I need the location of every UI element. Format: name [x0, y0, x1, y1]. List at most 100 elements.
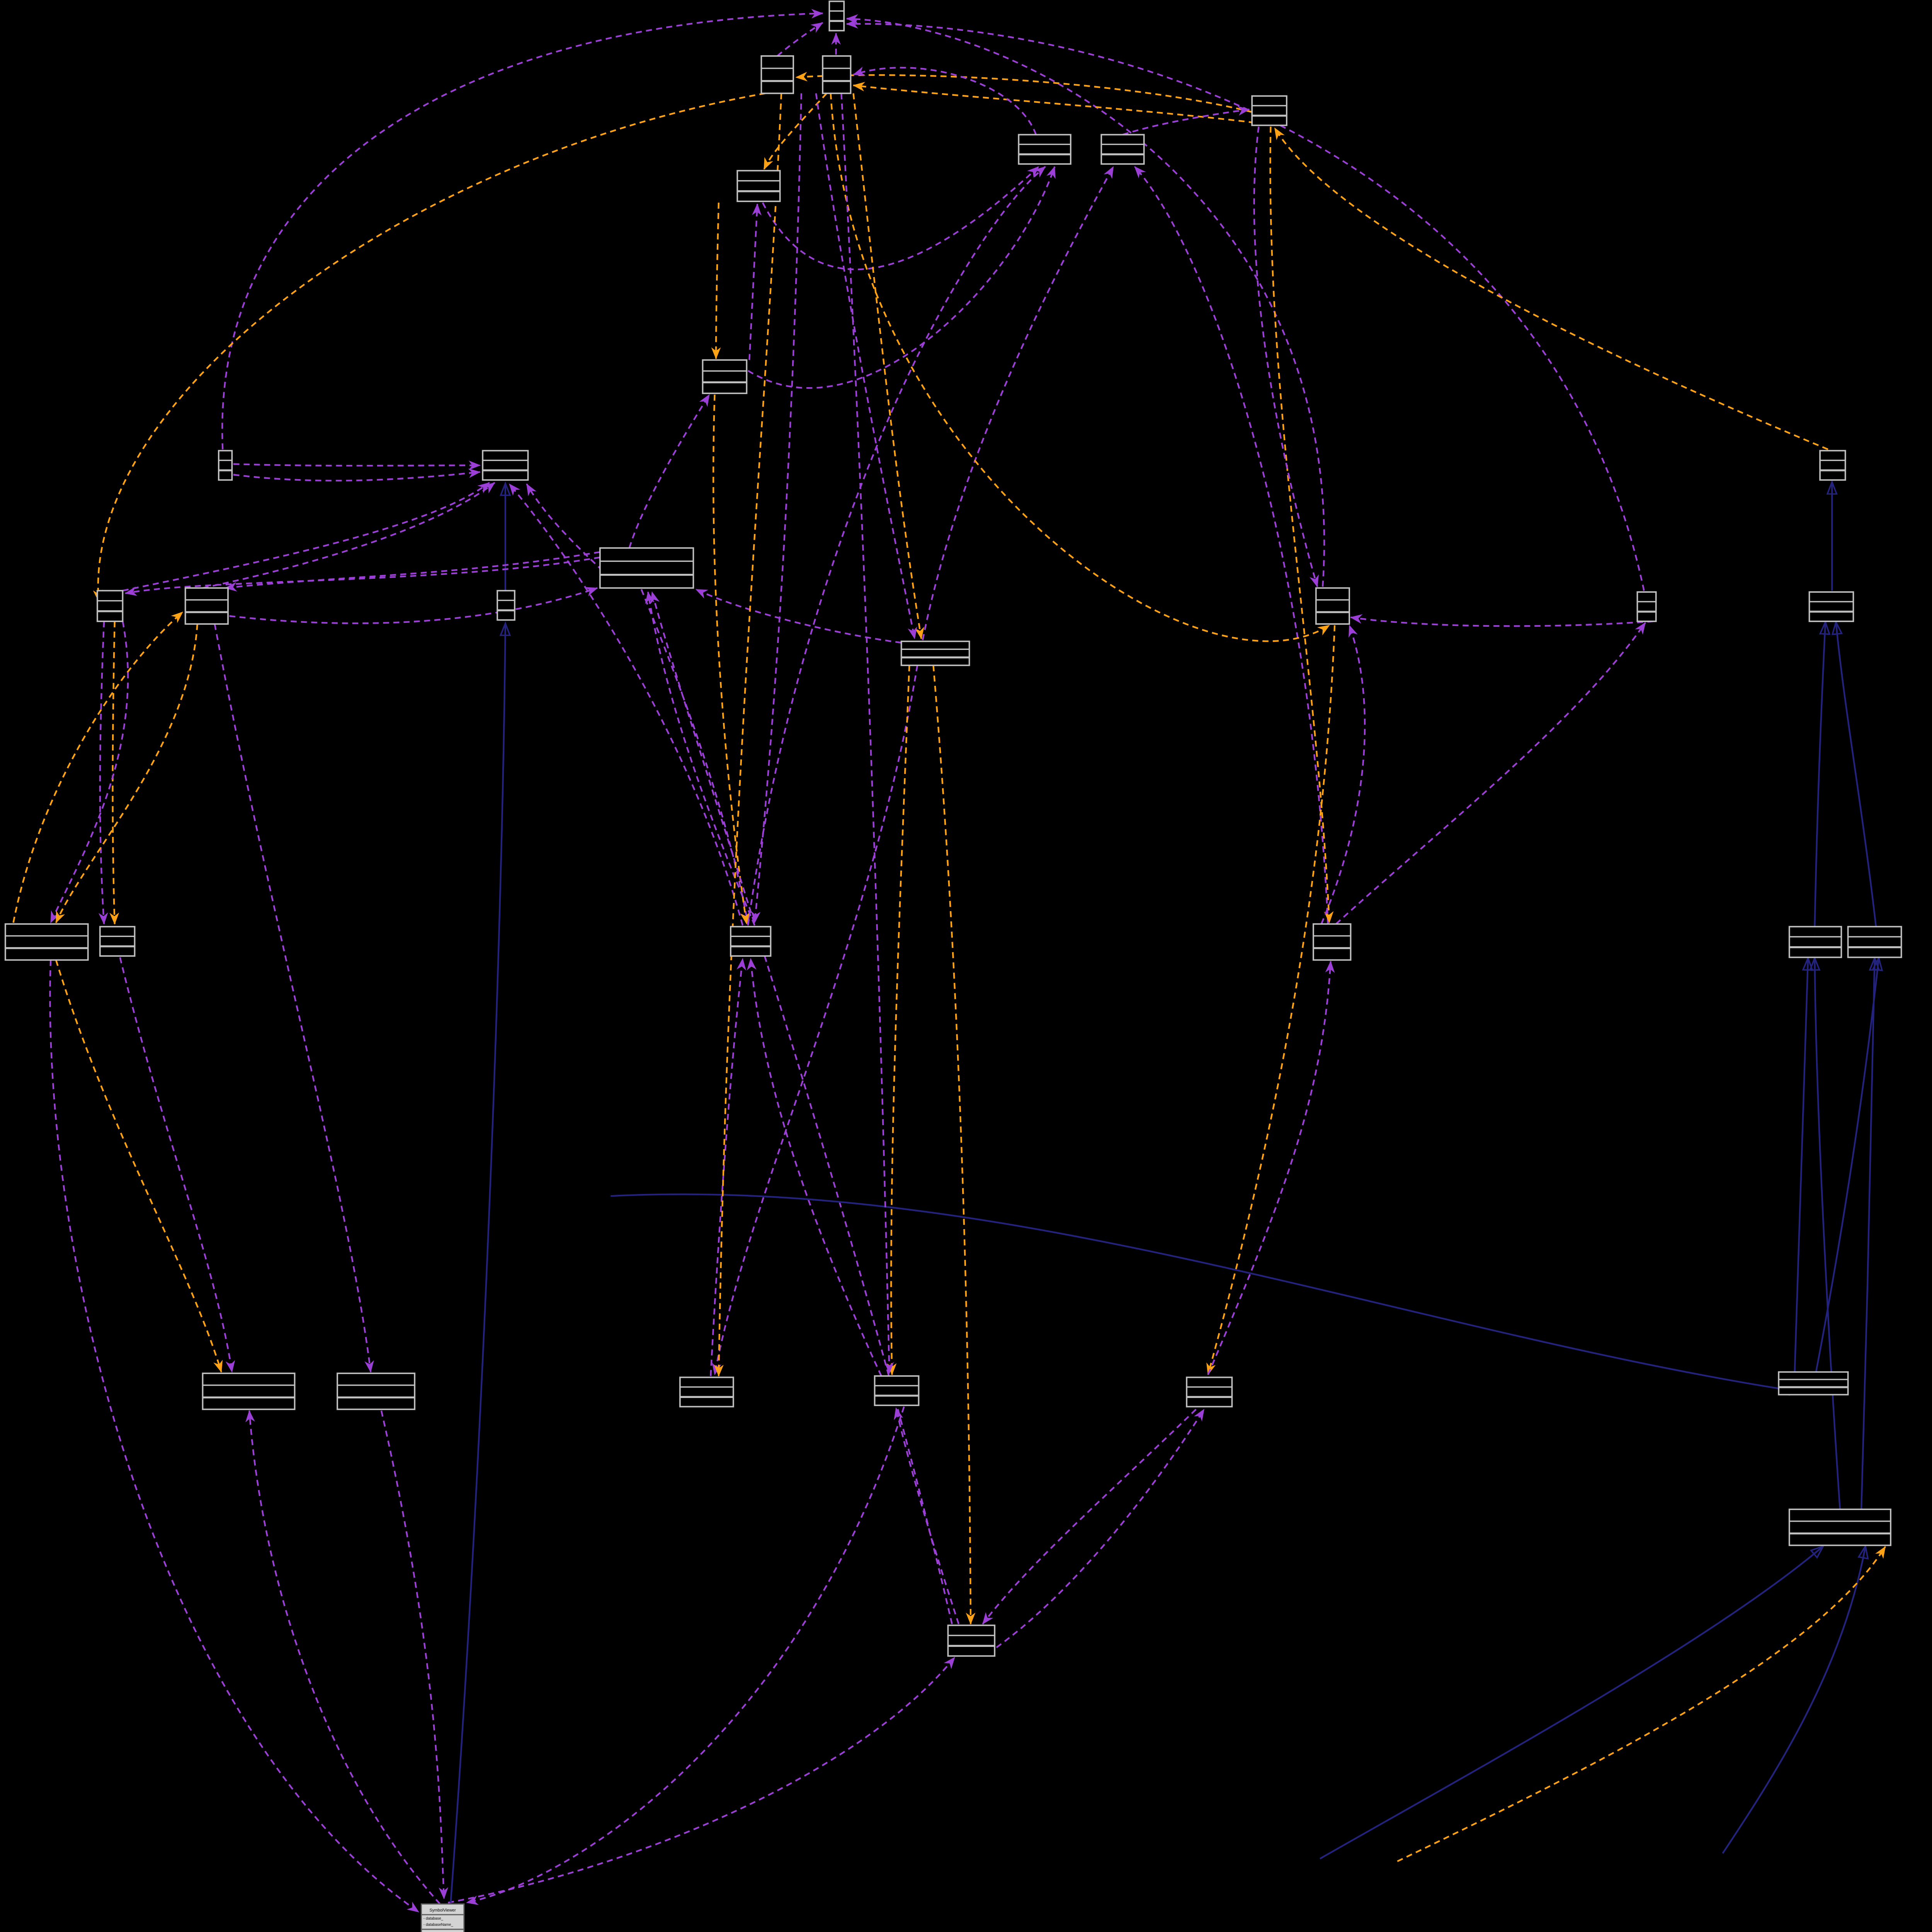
class-node-n29[interactable] — [1186, 1376, 1233, 1408]
class-node-n12[interactable] — [97, 590, 124, 622]
edge-n8-to-n9 — [233, 468, 481, 482]
edge-n19-to-n33 — [49, 960, 419, 1913]
edge-n19-to-n13 — [12, 611, 184, 923]
edge-n27-to-n21 — [710, 958, 747, 1376]
edge-n19-to-n25 — [55, 959, 223, 1373]
class-node-n2[interactable] — [822, 55, 852, 94]
class-node-n6[interactable] — [736, 170, 781, 202]
focus-class-attribute: - database_ — [423, 1917, 444, 1921]
edge-n33-to-n14 — [450, 624, 505, 1903]
class-node-n1[interactable] — [760, 55, 794, 94]
class-node-n30[interactable] — [1778, 1371, 1849, 1396]
class-node-n8[interactable] — [218, 450, 233, 481]
class-node-n3[interactable] — [1251, 95, 1287, 126]
edge-edge-source-to-n31 — [1397, 1546, 1886, 1862]
edge-n2-to-n21 — [751, 93, 803, 923]
focus-class-title: SymbolViewer — [430, 1908, 456, 1913]
edge-n21-to-n11 — [645, 591, 756, 926]
edge-n12-to-n20 — [109, 621, 119, 925]
class-node-n10[interactable] — [1819, 450, 1846, 481]
class-node-n9[interactable] — [482, 450, 529, 481]
edge-n3-to-n1 — [795, 71, 1252, 113]
edge-n13-to-n26 — [214, 624, 374, 1373]
nodes-layer — [4, 0, 1902, 1657]
edge-n1-to-n27 — [714, 93, 782, 1377]
edge-n21-to-n9 — [509, 483, 744, 926]
edge-n28-to-n33 — [466, 1406, 905, 1905]
edge-n8-to-n9 — [233, 460, 481, 470]
edge-n15-to-n29 — [1206, 625, 1336, 1376]
edge-n30-to-n23 — [1794, 959, 1808, 1372]
edge-n32-to-n11 — [650, 591, 953, 1624]
focus-class-node-symbolviewer[interactable]: SymbolViewer- database_- databaseName_+ … — [420, 1903, 465, 1932]
class-node-n17[interactable] — [1808, 591, 1854, 622]
edge-n33-to-n25 — [245, 1410, 441, 1905]
class-node-n25[interactable] — [202, 1372, 296, 1410]
class-node-n27[interactable] — [679, 1376, 734, 1408]
class-node-n21[interactable] — [730, 926, 772, 957]
edges-layer — [12, 9, 1886, 1913]
edge-n5-to-n3 — [1122, 106, 1250, 136]
edge-n30-to-n24 — [1815, 959, 1879, 1372]
class-node-n0[interactable] — [828, 0, 845, 32]
class-node-n19[interactable] — [4, 923, 89, 961]
class-node-n7[interactable] — [702, 359, 748, 394]
edge-n1-to-n18 — [815, 93, 917, 639]
class-node-n14[interactable] — [497, 590, 515, 621]
edge-n18-to-n32 — [932, 665, 976, 1625]
edge-n6-to-n7 — [711, 202, 721, 359]
edge-n22-to-n16 — [1335, 622, 1646, 925]
edge-n18-to-n5 — [922, 166, 1114, 640]
edge-n13-to-n9 — [202, 482, 495, 589]
class-node-n32[interactable] — [947, 1624, 996, 1657]
edge-n15-to-n0 — [846, 14, 1325, 587]
edge-n11-to-n13 — [224, 551, 600, 592]
edge-n11-to-n7 — [628, 394, 710, 548]
edge-n29-to-n22 — [1207, 961, 1335, 1375]
class-node-n18[interactable] — [900, 640, 970, 666]
class-node-n16[interactable] — [1636, 591, 1657, 622]
class-node-n22[interactable] — [1312, 923, 1352, 961]
edge-n3-to-n2 — [852, 82, 1255, 124]
class-node-n31[interactable] — [1788, 1509, 1891, 1546]
edge-n2-to-n15 — [830, 93, 1330, 642]
class-node-n24[interactable] — [1847, 926, 1902, 958]
edge-n16-to-n15 — [1350, 614, 1653, 627]
edge-n29-to-n32 — [982, 1408, 1197, 1625]
edge-n16-to-n0 — [846, 19, 1645, 591]
class-node-n15[interactable] — [1315, 587, 1350, 625]
class-node-n13[interactable] — [184, 587, 229, 625]
edge-n7-to-n6 — [748, 203, 762, 360]
edge-n13-to-n11 — [229, 587, 598, 624]
edge-n3-to-n15 — [1253, 126, 1319, 587]
edge-n1-to-n0 — [777, 22, 823, 57]
edge-n22-to-n15 — [1320, 624, 1366, 925]
edge-n10-to-n3 — [1274, 127, 1828, 450]
edge-n12-to-n9 — [122, 482, 490, 592]
edge-edge-source-to-n31 — [1722, 1547, 1865, 1854]
edge-n12-to-n20 — [98, 621, 108, 925]
edge-n2-to-n28 — [840, 93, 894, 1374]
edge-n12-to-n19 — [50, 621, 129, 923]
edge-n24-to-n17 — [1836, 622, 1877, 927]
edge-n32-to-n28 — [894, 1407, 960, 1624]
class-node-n5[interactable] — [1100, 134, 1145, 165]
class-node-n20[interactable] — [99, 926, 136, 957]
edge-n32-to-n29 — [987, 1408, 1205, 1654]
edge-n31-to-n23 — [1815, 959, 1841, 1510]
edge-n31-to-n24 — [1860, 959, 1875, 1510]
edge-n11-to-n21 — [640, 589, 751, 925]
class-node-n4[interactable] — [1018, 134, 1071, 165]
class-node-n28[interactable] — [874, 1375, 920, 1406]
edge-n26-to-n33 — [380, 1410, 449, 1900]
edge-n28-to-n21 — [747, 958, 882, 1376]
class-node-n11[interactable] — [599, 547, 694, 589]
edge-n18-to-n28 — [887, 665, 910, 1376]
class-node-n26[interactable] — [337, 1372, 416, 1410]
edge-n23-to-n17 — [1814, 622, 1825, 927]
focus-class-layer: SymbolViewer- database_- databaseName_+ … — [420, 1903, 465, 1932]
class-node-n23[interactable] — [1788, 926, 1842, 958]
